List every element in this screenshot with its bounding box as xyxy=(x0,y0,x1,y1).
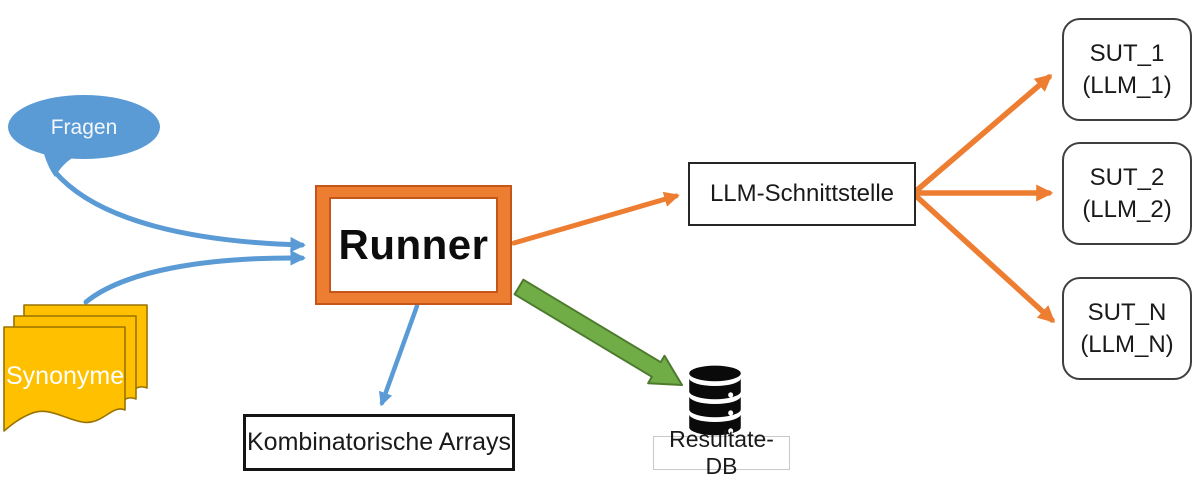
synonyme-document-stack xyxy=(3,304,148,432)
edge-llm-to-sutn xyxy=(913,193,1056,323)
resultate-db-label: Resultate-DB xyxy=(653,426,790,479)
database-icon xyxy=(689,365,741,436)
edge-runner-to-db-block-arrow xyxy=(513,278,683,386)
synonyme-stack-label: Synonyme xyxy=(6,362,125,390)
edge-fragen-to-runner xyxy=(52,169,306,253)
edge-runner-to-llm xyxy=(511,191,680,246)
sut-2-node: SUT_2 (LLM_2) xyxy=(1062,142,1192,245)
sut-n-line2: (LLM_N) xyxy=(1080,330,1174,358)
runner-node: Runner xyxy=(315,185,512,305)
sut-2-line1: SUT_2 xyxy=(1089,163,1165,191)
edge-llm-to-sut1 xyxy=(913,74,1053,194)
edge-runner-to-arrays xyxy=(378,303,420,407)
fragen-speech-bubble xyxy=(8,95,160,177)
sut-1-line1: SUT_1 xyxy=(1089,39,1165,67)
runner-node-inner: Runner xyxy=(329,197,498,293)
document-sheet-front xyxy=(3,326,126,432)
sut-2-line2: (LLM_2) xyxy=(1082,195,1172,223)
sut-n-line1: SUT_N xyxy=(1087,298,1167,326)
sut-1-line2: (LLM_1) xyxy=(1082,71,1172,99)
edge-synonyme-to-runner xyxy=(83,250,306,305)
llm-schnittstelle-node: LLM-Schnittstelle xyxy=(688,162,916,226)
runner-label: Runner xyxy=(338,221,489,268)
sut-1-node: SUT_1 (LLM_1) xyxy=(1062,18,1192,121)
fragen-bubble-label: Fragen xyxy=(50,116,118,139)
sut-n-node: SUT_N (LLM_N) xyxy=(1062,277,1192,380)
kombinatorische-arrays-node: Kombinatorische Arrays xyxy=(243,414,515,471)
